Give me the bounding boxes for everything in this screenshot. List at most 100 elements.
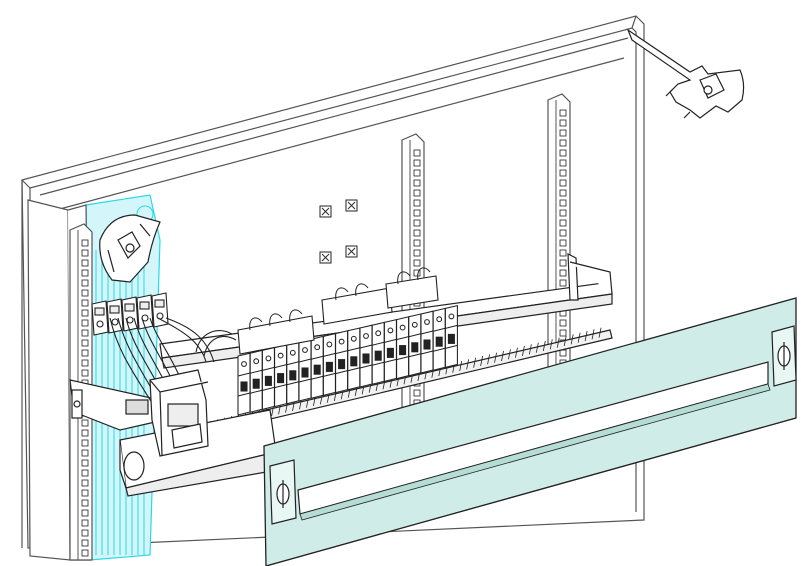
upright-slot [81, 309, 89, 317]
upright-slot [81, 439, 89, 447]
comb-tooth [278, 404, 281, 415]
upright-slot [559, 119, 567, 127]
circuit-breaker [274, 344, 288, 408]
upright-slot [559, 249, 567, 257]
upright-slot [81, 539, 89, 547]
relay-module [149, 369, 209, 457]
upright-slot [81, 429, 89, 437]
upright-slot [559, 349, 567, 357]
breaker-toggle [399, 345, 407, 356]
breaker-toggle [362, 353, 370, 364]
upright-slot [559, 189, 567, 197]
breaker-toggle [386, 347, 394, 358]
circuit-breaker [383, 318, 397, 383]
comb-tooth [292, 400, 295, 412]
circuit-breaker [420, 310, 434, 374]
comb-tooth [285, 402, 288, 413]
connector-blocks [237, 267, 439, 355]
cover-lock-left [269, 459, 297, 525]
upright-slot [81, 249, 89, 257]
upright-slot [81, 489, 89, 497]
circuit-breaker [322, 332, 336, 397]
breaker-toggle [277, 373, 285, 384]
breaker-toggle [240, 381, 248, 392]
upright-slot [81, 279, 89, 287]
terminal-block [91, 300, 109, 336]
upright-slot [559, 239, 567, 247]
upright-slot [559, 199, 567, 207]
comb-tooth [570, 334, 574, 345]
circuit-breaker-row [237, 304, 458, 416]
upright-slot [81, 449, 89, 457]
upright-slot [559, 129, 567, 137]
circuit-breaker [408, 313, 422, 377]
comb-tooth [535, 342, 539, 353]
circuit-breaker [298, 338, 312, 402]
comb-tooth [549, 339, 553, 350]
circuit-breaker [237, 352, 251, 416]
cable-duct [119, 409, 279, 497]
cover-lock-right [771, 325, 797, 387]
circuit-breaker [396, 316, 410, 380]
upright-slot [81, 349, 89, 357]
upright-slot [81, 419, 89, 427]
upright-slot [559, 149, 567, 157]
terminal-block [136, 294, 154, 330]
breaker-toggle [447, 333, 455, 344]
mounting-squares [319, 199, 358, 264]
upright-slot [559, 159, 567, 167]
comb-tooth [271, 405, 274, 417]
upright-slot [559, 219, 567, 227]
breaker-toggle [338, 359, 346, 370]
comb-tooth [480, 355, 483, 367]
comb-tooth [522, 345, 525, 357]
circuit-breaker [432, 307, 446, 371]
upright-slot [81, 529, 89, 537]
upright-slot [81, 339, 89, 347]
comb-tooth [459, 360, 463, 372]
upright-slot [413, 239, 421, 247]
upright-slot [413, 159, 421, 167]
upright-slot [81, 479, 89, 487]
upright-slot [559, 319, 567, 327]
circuit-breaker [310, 335, 324, 399]
upright-slot [81, 369, 89, 377]
breaker-toggle [350, 356, 358, 367]
upright-slot [413, 149, 421, 157]
upright-slot [559, 259, 567, 267]
upright-slot [559, 169, 567, 177]
comb-tooth [577, 332, 581, 343]
comb-tooth [508, 349, 511, 360]
terminal-block [121, 296, 139, 332]
comb-tooth [591, 329, 595, 340]
comb-tooth [556, 337, 560, 348]
comb-tooth [542, 340, 546, 352]
breaker-toggle [289, 370, 297, 381]
mounting-square [319, 205, 332, 218]
hinge-bracket-left [99, 214, 161, 283]
comb-tooth [473, 357, 477, 368]
mounting-square [345, 245, 358, 258]
breaker-toggle [264, 375, 272, 386]
terminal-block-group [91, 292, 169, 336]
upright-slot [413, 189, 421, 197]
upright-slot [413, 199, 421, 207]
upright-slot [81, 319, 89, 327]
comb-tooth [515, 347, 518, 358]
circuit-breaker [359, 324, 373, 388]
upright-slot [413, 389, 421, 397]
upright-slot [413, 179, 421, 187]
breaker-toggle [252, 378, 260, 389]
upright-slot [81, 509, 89, 517]
upright-slot [559, 329, 567, 337]
upright-slot [81, 459, 89, 467]
upright-slot [81, 329, 89, 337]
upright-slot [559, 269, 567, 277]
din-bracket-left [69, 379, 165, 431]
upright-slot [413, 259, 421, 267]
comb-tooth [528, 344, 532, 355]
breaker-toggle [435, 336, 443, 347]
upright-slot [413, 249, 421, 257]
circuit-breaker [249, 349, 263, 413]
upright-slot [81, 299, 89, 307]
